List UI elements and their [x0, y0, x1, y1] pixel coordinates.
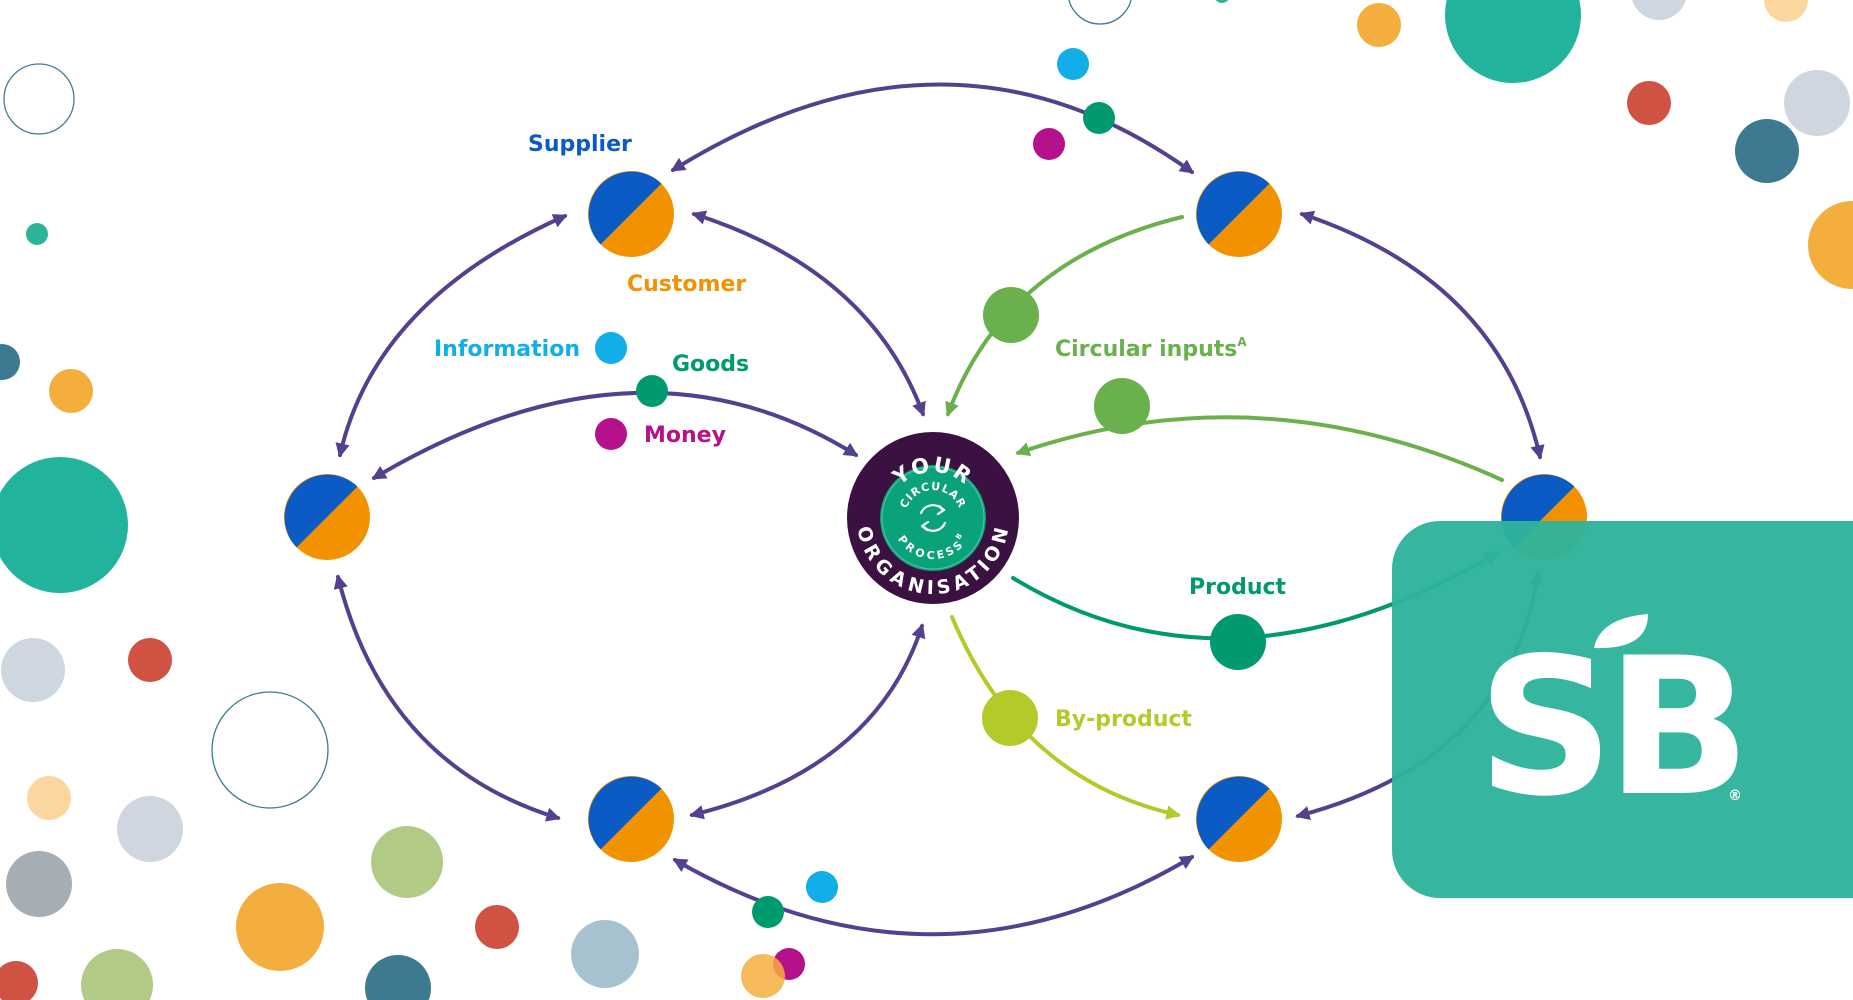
flow-arrow — [333, 574, 561, 822]
money-label: Money — [644, 423, 726, 448]
deco-dot — [371, 826, 443, 898]
deco-dot — [571, 920, 639, 988]
deco-dot — [6, 851, 72, 917]
circular-input-dot — [1094, 378, 1150, 434]
flow-arrow — [670, 82, 1195, 174]
deco-dot — [365, 955, 431, 1000]
deco-dot — [1808, 201, 1853, 289]
stakeholder-node — [588, 776, 674, 862]
sb-logo-panel: SB ® — [1392, 521, 1853, 898]
deco-dot — [0, 457, 128, 593]
flow-arrow — [1299, 210, 1545, 460]
by-product-arrow — [950, 615, 1181, 820]
money-dot — [1033, 128, 1065, 160]
information-label: Information — [434, 337, 580, 362]
deco-dot — [236, 883, 324, 971]
deco-dot — [1764, 0, 1808, 22]
circular-input-dot — [983, 287, 1039, 343]
deco-dot — [1632, 0, 1686, 20]
circular-input-arrow — [945, 215, 1184, 417]
deco-dot — [1627, 81, 1671, 125]
flow-arrow — [691, 210, 926, 417]
customer-label: Customer — [627, 272, 746, 297]
information-dot — [1057, 48, 1089, 80]
information-dot — [806, 871, 838, 903]
flow-dots — [595, 48, 1266, 998]
circular-inputs-superscript: A — [1237, 335, 1247, 349]
by-product-dot — [982, 690, 1038, 746]
stakeholder-node — [1196, 776, 1282, 862]
deco-dot — [1357, 3, 1401, 47]
goods-dot — [752, 896, 784, 928]
deco-dot — [128, 638, 172, 682]
flow-arrow — [672, 855, 1195, 937]
sb-logo-text: SB — [1477, 617, 1743, 838]
leaf-icon — [1594, 614, 1648, 649]
center-inner-sup: B — [954, 531, 964, 541]
flow-arrow — [371, 390, 859, 480]
circular-input-arrow — [1015, 415, 1504, 482]
sb-registered-mark: ® — [1728, 788, 1742, 804]
stakeholder-nodes — [284, 171, 1587, 862]
flow-arrow — [689, 623, 926, 820]
flow-arrows-purple — [333, 82, 1545, 937]
cycle-arrows-icon — [919, 504, 947, 532]
deco-dot — [3, 63, 75, 135]
goods-dot — [1083, 102, 1115, 134]
deco-dot — [49, 369, 93, 413]
deco-dot — [1784, 70, 1850, 136]
deco-dot — [1735, 119, 1799, 183]
deco-dot — [0, 344, 20, 380]
by-product-label: By-product — [1055, 707, 1192, 732]
deco-dot — [1, 638, 65, 702]
deco-dot — [475, 905, 519, 949]
goods-legend-dot — [636, 375, 668, 407]
product-label: Product — [1189, 575, 1287, 600]
information-legend-dot — [595, 332, 627, 364]
stakeholder-node — [284, 474, 370, 560]
your-organisation-badge: YOUR ORGANISATION CIRCULAR PROCESSB — [847, 432, 1019, 604]
product-dot — [1210, 614, 1266, 670]
deco-dot — [117, 796, 183, 862]
deco-dot — [81, 949, 153, 1000]
diagram-labels: Supplier Customer Information Goods Mone… — [434, 132, 1287, 732]
circular-inputs-label: Circular inputs — [1055, 337, 1237, 362]
deco-dot — [1215, 0, 1229, 3]
stakeholder-node — [1196, 171, 1282, 257]
supplier-label: Supplier — [528, 132, 632, 157]
goods-label: Goods — [672, 352, 749, 377]
money-legend-dot — [595, 418, 627, 450]
flow-arrow — [335, 214, 568, 458]
deco-dot — [27, 776, 71, 820]
deco-dot — [741, 954, 785, 998]
deco-dot — [1068, 0, 1132, 25]
deco-dot — [0, 961, 38, 1000]
stakeholder-node — [588, 171, 674, 257]
svg-text:Circular inputsA: Circular inputsA — [1055, 335, 1247, 362]
deco-dot — [211, 691, 329, 809]
deco-dot — [1445, 0, 1581, 83]
deco-dot — [26, 223, 48, 245]
